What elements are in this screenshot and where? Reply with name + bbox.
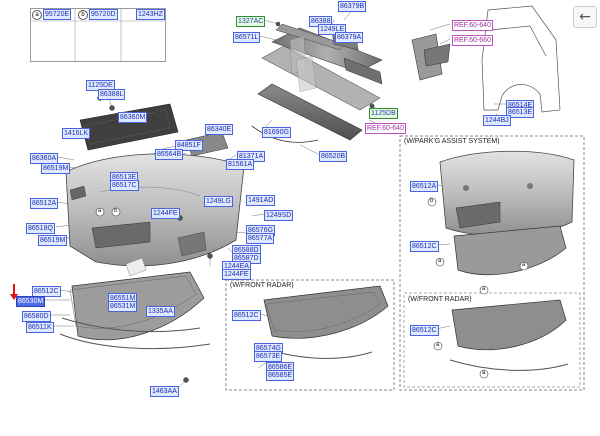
part-label[interactable]: 86518Q — [26, 223, 55, 234]
part-label[interactable]: 86571L — [233, 32, 261, 43]
park-assist-section-frame — [399, 135, 585, 391]
part-label[interactable]: 1327AC — [236, 16, 266, 27]
part-label[interactable]: 86340E — [205, 124, 234, 135]
callout-a-radar-label: a — [436, 342, 440, 348]
legend-part-a[interactable]: 95720E — [43, 9, 72, 20]
part-label[interactable]: 86577A — [246, 233, 275, 244]
part-label[interactable]: 1244FE — [222, 269, 251, 280]
ref-label[interactable]: REF.60-640 — [365, 123, 406, 134]
callout-a-park-label: a — [438, 258, 442, 264]
section-title-front-radar-side: (W/FRONT RADAR) — [408, 296, 472, 303]
upper-beam-assembly — [257, 23, 383, 141]
part-label[interactable]: 86513E — [506, 107, 535, 118]
legend-callout-b: b — [78, 10, 88, 20]
lower-spoiler-main — [59, 257, 211, 350]
part-label[interactable]: 1125DB — [369, 108, 398, 119]
part-label[interactable]: 86512C — [410, 241, 439, 252]
part-label[interactable]: 86573E — [254, 351, 283, 362]
callout-a-label: a — [98, 208, 102, 214]
part-label[interactable]: 1249LG — [204, 196, 233, 207]
legend-part-screw[interactable]: 1243HZ — [136, 9, 165, 20]
part-label[interactable]: 86519M — [41, 163, 71, 174]
part-label[interactable]: 86379B — [338, 1, 367, 12]
legend-part-b[interactable]: 95720D — [89, 9, 118, 20]
part-label[interactable]: 1335AA — [146, 306, 175, 317]
front-radar-subsection-frame — [403, 292, 581, 388]
part-label[interactable]: 1249SD — [264, 210, 294, 221]
part-label[interactable]: 86520B — [319, 151, 348, 162]
part-label[interactable]: 86519M — [38, 235, 68, 246]
part-label[interactable]: 81690G — [262, 127, 291, 138]
part-label[interactable]: 86512C — [410, 325, 439, 336]
part-label[interactable]: 86512A — [410, 181, 439, 192]
part-label[interactable]: 86360M — [118, 112, 148, 123]
part-label[interactable]: 86512C — [232, 310, 261, 321]
part-label[interactable]: 86388L — [98, 89, 126, 100]
part-label[interactable]: 86512A — [30, 198, 59, 209]
section-title-front-radar: (W/FRONT RADAR) — [230, 282, 294, 289]
legend-grid — [31, 9, 165, 61]
callout-b-label: b — [114, 208, 118, 214]
part-label[interactable]: 86580D — [22, 311, 51, 322]
front-radar-section-frame — [225, 279, 395, 391]
part-label[interactable]: 86564B — [155, 149, 184, 160]
callout-a-park-label-2: a — [522, 262, 526, 268]
fender-outline — [481, 5, 561, 113]
callout-a-park-label-3: a — [482, 286, 486, 292]
ref-label[interactable]: REF.60-660 — [452, 35, 493, 46]
part-label[interactable]: 86379A — [335, 32, 364, 43]
part-label[interactable]: 1244FE — [151, 208, 180, 219]
part-label[interactable]: 81561A — [226, 159, 255, 170]
part-label[interactable]: 86511K — [26, 322, 54, 333]
red-arrow-icon — [10, 284, 18, 300]
park-assist-bumper — [439, 150, 575, 371]
part-label[interactable]: 86517C — [110, 180, 139, 191]
part-label[interactable]: 1244BJ — [483, 115, 511, 126]
highlighted-part-label[interactable]: 86530M — [16, 296, 46, 307]
callout-a-radar-label-2: a — [482, 370, 486, 376]
back-arrow-icon: ← — [579, 9, 591, 25]
part-label[interactable]: 86512C — [32, 286, 61, 297]
part-label[interactable]: 1249LE — [318, 24, 347, 35]
part-label[interactable]: 1463AA — [150, 386, 179, 397]
part-label[interactable]: 1491AD — [246, 195, 276, 206]
back-button[interactable]: ← — [573, 6, 597, 28]
part-label[interactable]: 86531M — [108, 301, 138, 312]
ref-label[interactable]: REF.60-640 — [452, 20, 493, 31]
part-label[interactable]: 1416LK — [62, 128, 91, 139]
part-label[interactable]: 86585E — [266, 370, 295, 381]
callout-circles — [95, 197, 529, 379]
side-bracket-assembly — [411, 33, 451, 81]
part-label[interactable]: 84851F — [175, 140, 203, 151]
section-title-park-assist: (W/PARK'G ASSIST SYSTEM) — [404, 138, 500, 145]
callout-b-park-label: b — [430, 198, 434, 204]
legend-callout-a: a — [32, 10, 42, 20]
